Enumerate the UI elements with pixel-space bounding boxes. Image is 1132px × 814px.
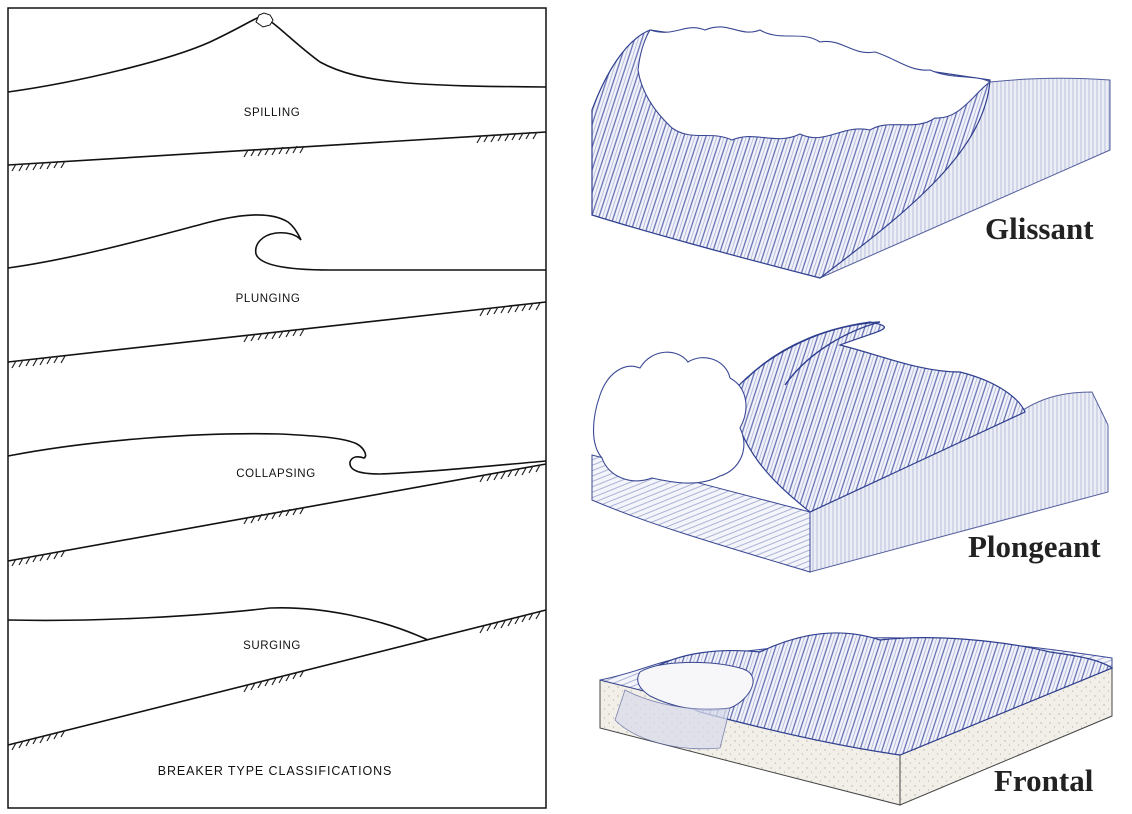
plunging-seabed <box>8 302 546 362</box>
glissant-label: Glissant <box>985 211 1094 246</box>
spilling-foam <box>256 13 273 27</box>
plunging-label: PLUNGING <box>236 293 301 305</box>
collapsing-diagram: COLLAPSING <box>8 434 546 566</box>
classification-caption: BREAKER TYPE CLASSIFICATIONS <box>158 764 393 778</box>
spilling-diagram: SPILLING <box>8 13 546 171</box>
surging-label: SURGING <box>243 640 301 652</box>
breaker-classification-panel: SPILLING PLUNGING COLLAPSING SURGIN <box>0 0 560 814</box>
surging-diagram: SURGING <box>8 608 546 750</box>
plongeant-illustration: Plongeant <box>592 322 1108 572</box>
plongeant-spray <box>594 352 746 483</box>
plunging-diagram: PLUNGING <box>8 215 546 368</box>
panel-frame <box>8 8 546 808</box>
glissant-illustration: Glissant <box>592 27 1110 278</box>
surging-seabed <box>8 610 546 745</box>
plunging-seabed-hatch <box>12 303 540 368</box>
frontal-label: Frontal <box>994 763 1094 798</box>
breaker-illustrations-panel: Glissant Plongeant Frontal <box>580 0 1132 814</box>
plongeant-label: Plongeant <box>968 529 1101 564</box>
spilling-seabed <box>8 132 546 165</box>
surging-wave-profile <box>8 608 428 640</box>
spilling-label: SPILLING <box>244 107 301 119</box>
plunging-wave-profile <box>8 215 546 270</box>
surging-seabed-hatch <box>12 612 540 750</box>
spilling-wave-profile <box>8 16 546 92</box>
frontal-illustration: Frontal <box>600 633 1112 805</box>
collapsing-label: COLLAPSING <box>236 468 316 480</box>
